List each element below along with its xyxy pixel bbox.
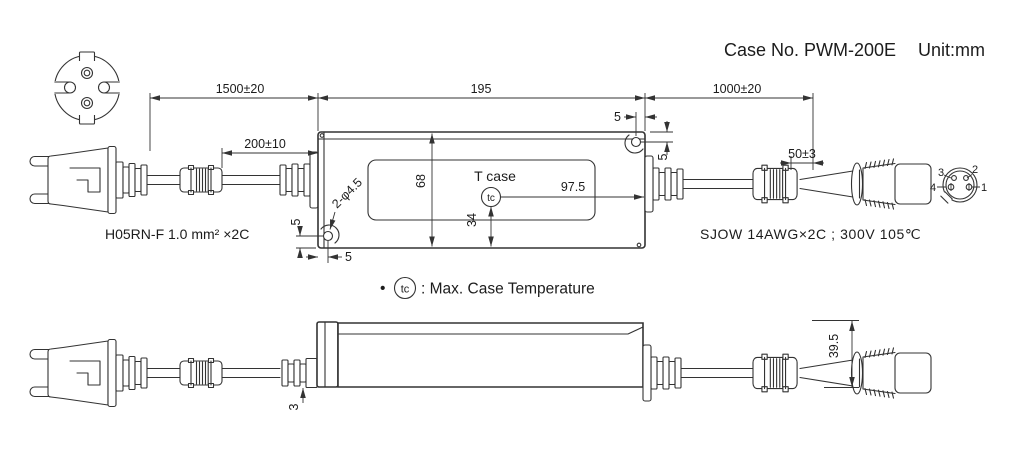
- dim-cable-offset: 3: [287, 403, 301, 410]
- pin-3-contact: [951, 175, 957, 181]
- output-strain-relief: [644, 155, 684, 213]
- output-cable: [644, 155, 932, 213]
- input-cable-label: H05RN-F 1.0 mm² ×2C: [105, 226, 249, 242]
- dim-tc-right: 97.5: [561, 180, 585, 194]
- note-tc-symbol: tc: [401, 284, 410, 296]
- output-cable-label: SJOW 14AWG×2C ; 300V 105℃: [700, 226, 921, 242]
- pin-label-2: 2: [972, 164, 978, 176]
- dim-tc-bottom: 34: [465, 213, 479, 227]
- label-area: [367, 159, 596, 221]
- pin-label-4: 4: [930, 182, 936, 194]
- title-block: Case No. PWM-200E Unit:mm: [724, 40, 985, 60]
- case-top-view: T case tc: [317, 131, 646, 249]
- pin-label-3: 3: [938, 167, 944, 179]
- unit-label: Unit:mm: [918, 40, 985, 60]
- note-bullet: •: [380, 280, 385, 297]
- t-case-label: T case: [474, 168, 516, 184]
- dim-output-segment: 50±3: [788, 147, 816, 161]
- pin-label-1: 1: [981, 182, 987, 194]
- tc-note: • tc : Max. Case Temperature: [380, 276, 595, 300]
- mounting-ear-top-right: [624, 134, 644, 154]
- input-cable-gland-side: [281, 357, 318, 389]
- dim-ear-top-v: 5: [656, 153, 670, 160]
- dc-connector: [799, 158, 932, 210]
- dim-ear-bottom-h: 5: [345, 250, 352, 264]
- input-strain-relief: [279, 151, 319, 209]
- plug-pin-top: [80, 66, 94, 80]
- case-number: Case No. PWM-200E: [724, 40, 896, 60]
- dim-ear-top-h: 5: [614, 110, 621, 124]
- plug-face-bottom-tab: [78, 115, 96, 125]
- top-view: T case tc 3: [30, 51, 987, 249]
- mounting-ear-bottom-left: [320, 224, 340, 244]
- dim-output-length: 1000±20: [713, 82, 762, 96]
- tc-symbol: tc: [487, 193, 495, 204]
- dimensions: 1500±20 195 1000±20 200±10 50±3 5 5 5 5 …: [149, 82, 859, 410]
- plug-pin-bottom: [80, 96, 94, 110]
- note-text: : Max. Case Temperature: [421, 281, 595, 298]
- dim-case-width: 68: [414, 174, 428, 188]
- dim-input-length: 1500±20: [216, 82, 265, 96]
- dim-input-segment: 200±10: [244, 137, 286, 151]
- dim-case-length: 195: [471, 82, 492, 96]
- pin-face-view: 3 2 4 1: [930, 164, 987, 204]
- side-view: [30, 321, 932, 407]
- dim-case-height: 39.5: [827, 334, 841, 358]
- pin-2-contact: [963, 175, 969, 181]
- dim-ear-bottom-v: 5: [289, 218, 303, 225]
- plug-face-top-tab: [78, 51, 96, 61]
- output-cable-side: [642, 344, 932, 402]
- plug-face-view: [53, 51, 121, 125]
- case-side-view: [316, 321, 644, 388]
- note-tc-circle: [393, 276, 417, 300]
- ac-plug-and-input-cable: [30, 147, 319, 214]
